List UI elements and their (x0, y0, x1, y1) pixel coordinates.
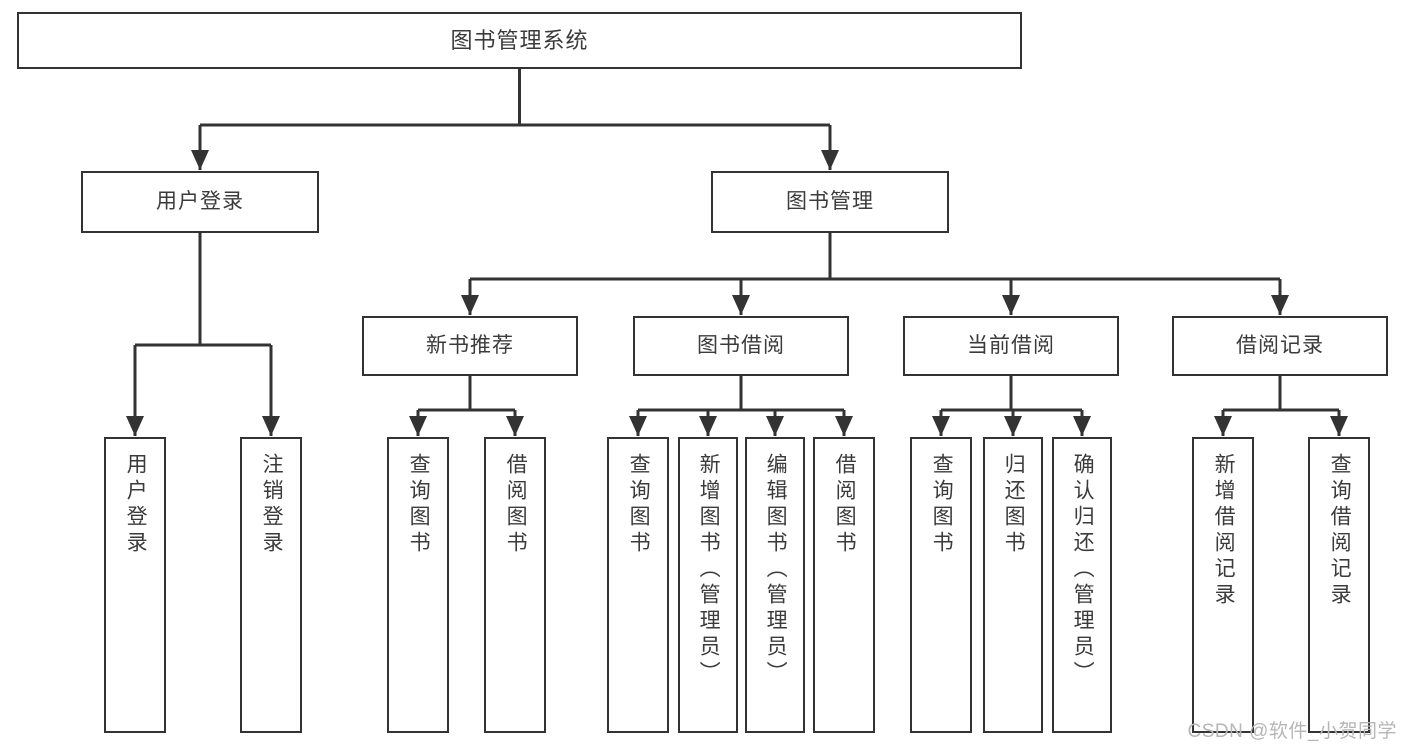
node-label: 注销登录 (260, 453, 284, 557)
node-n-record: 借阅记录 (1172, 316, 1388, 376)
edge-arrowhead (506, 416, 524, 436)
edge-arrowhead (461, 295, 479, 315)
node-label: 借阅图书 (504, 453, 528, 557)
node-l-returnbook: 归还图书 (983, 437, 1043, 733)
node-l-queryrecord: 查询借阅记录 (1308, 437, 1370, 733)
node-label: 归还图书 (1002, 453, 1026, 557)
node-l-logout: 注销登录 (240, 437, 302, 733)
edge-arrowhead (699, 416, 717, 436)
node-l-addrecord: 新增借阅记录 (1192, 437, 1254, 733)
node-l-editbook: 编辑图书（管理员） (745, 437, 805, 733)
node-label: 查询图书 (930, 453, 954, 557)
edge-arrowhead (409, 416, 427, 436)
node-label: 查询图书 (407, 453, 431, 557)
edge-arrowhead (1073, 416, 1091, 436)
node-label: 借阅图书 (833, 453, 857, 557)
edge-arrowhead (932, 416, 950, 436)
edge-arrowhead (732, 295, 750, 315)
edge-arrowhead (629, 416, 647, 436)
node-label: 图书管理系统 (450, 27, 589, 53)
edge-arrowhead (126, 416, 144, 436)
edge-arrowhead (1271, 295, 1289, 315)
node-l-confirmreturn: 确认归还（管理员） (1052, 437, 1112, 733)
edge-arrowhead (821, 150, 839, 170)
node-l-borrowbook2: 借阅图书 (813, 437, 875, 733)
node-l-querybook1: 查询图书 (387, 437, 449, 733)
edge-arrowhead (835, 416, 853, 436)
node-n-bookmgmt: 图书管理 (711, 171, 949, 233)
watermark: CSDN @软件_小贺同学 (1187, 721, 1397, 742)
node-label: 借阅记录 (1236, 333, 1324, 357)
node-l-querybook2: 查询图书 (607, 437, 669, 733)
node-label: 新书推荐 (426, 333, 514, 357)
edge-arrowhead (191, 150, 209, 170)
node-label: 查询借阅记录 (1328, 453, 1352, 609)
node-l-addbook: 新增图书（管理员） (678, 437, 738, 733)
node-n-current: 当前借阅 (903, 316, 1119, 376)
node-label: 查询图书 (627, 453, 651, 557)
edge-arrowhead (1214, 416, 1232, 436)
node-label: 用户登录 (124, 453, 148, 557)
node-label: 编辑图书（管理员） (764, 453, 788, 687)
node-l-querybook3: 查询图书 (910, 437, 972, 733)
node-l-borrowbook1: 借阅图书 (484, 437, 546, 733)
node-root: 图书管理系统 (17, 12, 1022, 69)
node-label: 当前借阅 (967, 333, 1055, 357)
edge-arrowhead (262, 416, 280, 436)
node-n-borrow: 图书借阅 (633, 316, 849, 376)
node-label: 新增借阅记录 (1212, 453, 1236, 609)
edge-arrowhead (1330, 416, 1348, 436)
node-label: 图书借阅 (697, 333, 785, 357)
node-l-userlogin: 用户登录 (104, 437, 166, 733)
edge-arrowhead (1004, 416, 1022, 436)
edge-arrowhead (766, 416, 784, 436)
node-label: 用户登录 (156, 189, 244, 213)
node-label: 新增图书（管理员） (697, 453, 721, 687)
edge-arrowhead (1002, 295, 1020, 315)
node-n-newbook: 新书推荐 (362, 316, 578, 376)
node-n-login: 用户登录 (81, 171, 319, 233)
node-label: 图书管理 (786, 189, 874, 213)
node-label: 确认归还（管理员） (1071, 453, 1095, 687)
